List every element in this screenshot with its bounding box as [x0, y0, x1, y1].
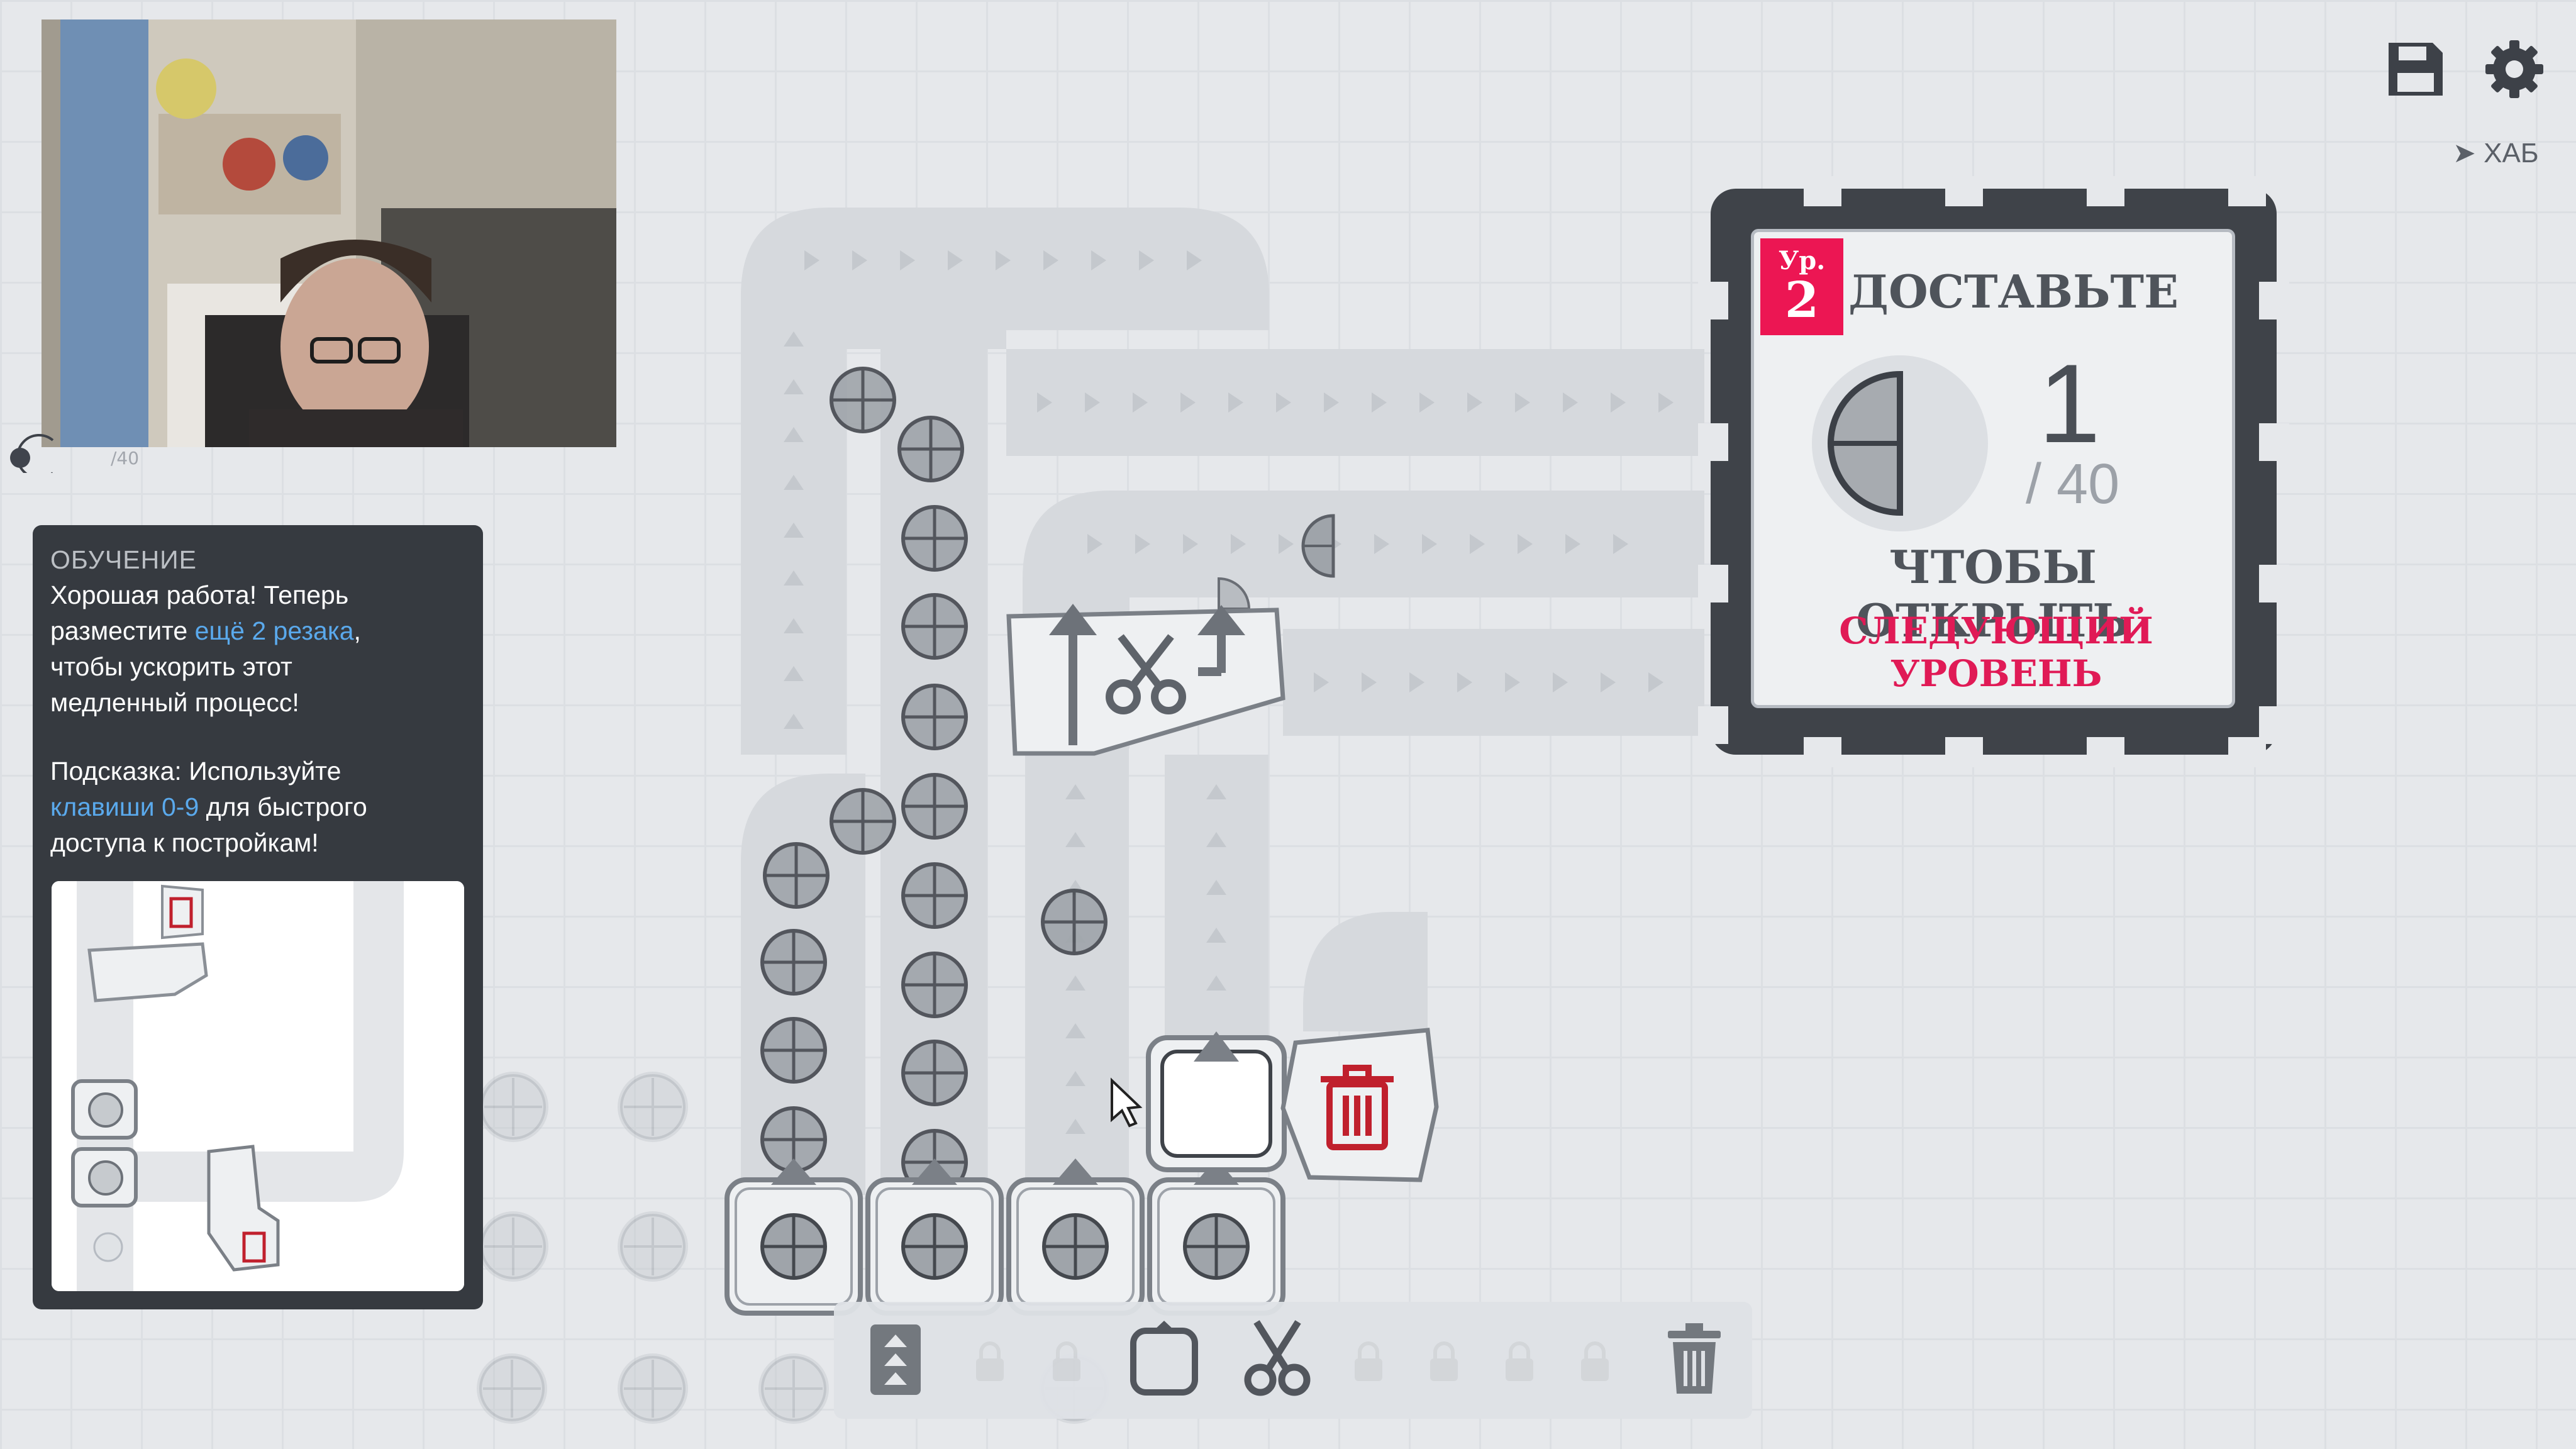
- hint-line: Подсказка: Используйте: [50, 757, 341, 786]
- hub-label: ХАБ: [2484, 138, 2539, 169]
- next-level-text: СЛЕДУЮЩИЙ УРОВЕНЬ: [1839, 609, 2153, 695]
- gear-icon: [2485, 40, 2543, 98]
- hub-link[interactable]: ➤ ХАБ: [2453, 137, 2539, 169]
- required-count: /40: [2026, 452, 2119, 517]
- rotator-icon[interactable]: [1130, 1321, 1199, 1399]
- hub-notch: [2259, 706, 2289, 744]
- hub-notch: [2259, 282, 2289, 319]
- mini-count: /40: [111, 448, 140, 469]
- navigate-arrow-icon: ➤: [2453, 138, 2484, 169]
- hub-notch: [2087, 176, 2124, 206]
- goal-panel: Ур. 2 ДОСТАВЬТЕ 1 /40 ЧТОБЫ ОТКРЫТЬ СЛЕД…: [1751, 229, 2235, 708]
- hub-notch: [1804, 737, 1841, 767]
- belt-resource-item: [903, 1041, 966, 1104]
- tutorial-text-part: разместите: [50, 616, 195, 645]
- hub-notch: [2259, 423, 2289, 461]
- hub-notch: [2228, 176, 2266, 206]
- belt-resource-item: [1043, 891, 1106, 953]
- lock-icon[interactable]: [1501, 1340, 1538, 1386]
- belt-resource-item: [903, 595, 966, 658]
- hint-line: доступа к постройкам!: [50, 828, 319, 857]
- hub-notch: [1698, 565, 1728, 602]
- info-icon[interactable]: [10, 448, 30, 468]
- lock-icon[interactable]: [1425, 1340, 1463, 1386]
- hub-goal: Ур. 2 ДОСТАВЬТЕ 1 /40 ЧТОБЫ ОТКРЫТЬ СЛЕД…: [1698, 176, 2289, 767]
- count-separator: /: [2026, 453, 2042, 516]
- belt-resource-item: [903, 507, 966, 570]
- trash-building[interactable]: [1280, 1028, 1439, 1182]
- belt-resource-item: [903, 775, 966, 838]
- belt-resource-item: [762, 931, 825, 994]
- hub-notch: [1804, 176, 1841, 206]
- webcam-overlay: [42, 19, 616, 447]
- unlock-text: ЧТОБЫ ОТКРЫТЬ: [1856, 540, 2130, 647]
- tutorial-line: медленный процесс!: [50, 688, 299, 717]
- save-button[interactable]: [2384, 38, 2446, 101]
- belt-resource-item: [762, 1019, 825, 1082]
- belt-icon[interactable]: [865, 1322, 926, 1400]
- hub-notch: [1698, 423, 1728, 461]
- hint-line: клавиши 0-9 для быстрого: [50, 789, 465, 825]
- tutorial-hint: Подсказка: Используйте клавиши 0-9 для б…: [50, 753, 465, 861]
- hint-text-part: для быстрого: [199, 792, 367, 821]
- lock-icon[interactable]: [1350, 1340, 1387, 1386]
- belt-resource-item: [831, 790, 894, 853]
- lock-icon[interactable]: [971, 1340, 1009, 1386]
- hub-notch: [1945, 737, 1983, 767]
- cutter-icon[interactable]: [1243, 1317, 1312, 1401]
- tutorial-line: разместите ещё 2 резака,: [50, 613, 465, 649]
- tutorial-preview-image: [52, 881, 464, 1291]
- building-toolbar: [834, 1302, 1752, 1419]
- lock-icon[interactable]: [1576, 1340, 1614, 1386]
- tutorial-text-part: ,: [353, 616, 361, 645]
- half-shape-item: [1218, 514, 1335, 610]
- hub-notch: [1698, 282, 1728, 319]
- required-value: 40: [2057, 453, 2120, 516]
- save-icon: [2389, 43, 2443, 96]
- tutorial-line: чтобы ускорить этот: [50, 652, 292, 681]
- hub-notch: [1698, 706, 1728, 744]
- rotator-building[interactable]: [1146, 1031, 1287, 1172]
- hub-notch: [1945, 176, 1983, 206]
- tutorial-text: Хорошая работа! Теперь разместите ещё 2 …: [50, 577, 465, 721]
- belt-resource-item: [831, 369, 894, 431]
- trash-icon[interactable]: [1663, 1321, 1726, 1399]
- settings-button[interactable]: [2483, 38, 2546, 101]
- cutter-building[interactable]: [1006, 604, 1285, 756]
- belt-resource-item: [765, 844, 828, 907]
- tutorial-label: ОБУЧЕНИЕ: [50, 545, 197, 574]
- belt-resource-item: [899, 418, 962, 480]
- hint-highlight: клавиши 0-9: [50, 792, 199, 821]
- delivered-count: 1: [2038, 341, 2101, 466]
- belt-resource-item: [903, 686, 966, 748]
- tutorial-panel: ОБУЧЕНИЕ Хорошая работа! Теперь размести…: [33, 525, 483, 1309]
- lock-icon[interactable]: [1048, 1340, 1085, 1386]
- level-badge: Ур. 2: [1760, 238, 1843, 335]
- belt-resource-item: [903, 953, 966, 1016]
- mouse-cursor: [1111, 1077, 1143, 1128]
- level-prefix: Ур.: [1778, 246, 1826, 275]
- tutorial-line: Хорошая работа! Теперь: [50, 580, 349, 609]
- hub-notch: [2087, 737, 2124, 767]
- goal-title: ДОСТАВЬТЕ: [1848, 265, 2179, 318]
- belt-resource-item: [903, 864, 966, 927]
- tutorial-highlight: ещё 2 резака: [194, 616, 354, 645]
- level-number: 2: [1784, 272, 1819, 329]
- half-circle-shape: [1812, 355, 1988, 531]
- hub-notch: [2259, 565, 2289, 602]
